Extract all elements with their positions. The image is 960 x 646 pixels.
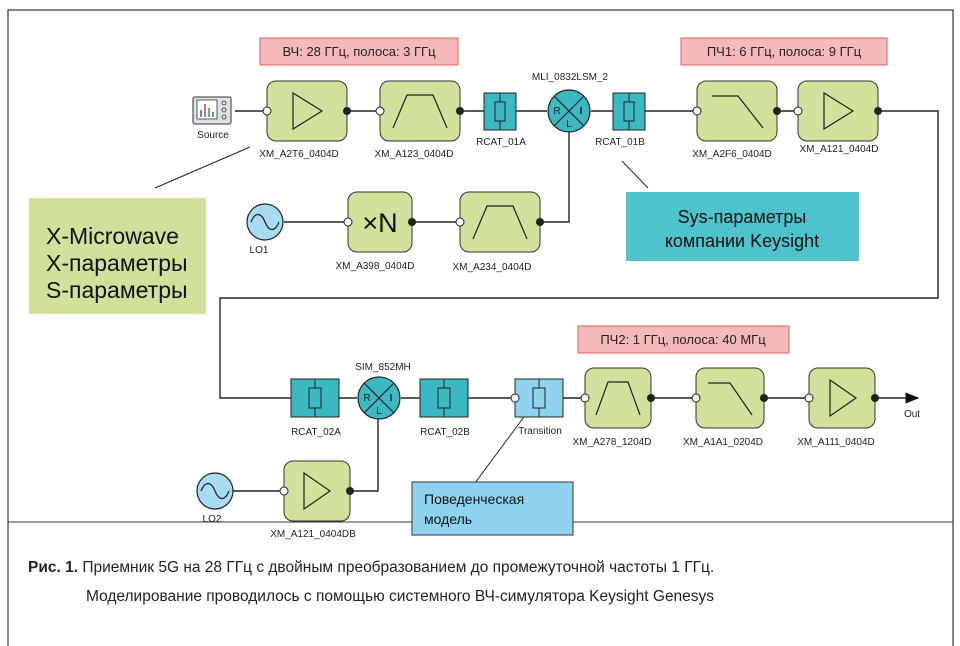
caption-text-1: Приемник 5G на 28 ГГц с двойным преобраз… — [78, 559, 715, 576]
svg-text:SIM_852MH: SIM_852MH — [355, 362, 411, 373]
lowpass-filter-2: XM_A1A1_0204D — [683, 367, 768, 448]
figure-caption: Рис. 1. Приемник 5G на 28 ГГц с двойным … — [28, 553, 928, 611]
figure-frame — [7, 9, 954, 646]
amplifier-2: XM_A121_0404D — [793, 80, 882, 155]
svg-text:RCAT_02B: RCAT_02B — [420, 427, 470, 438]
svg-text:RCAT_02A: RCAT_02A — [291, 427, 341, 438]
freq-label-if1: ПЧ1: 6 ГГц, полоса: 9 ГГц — [680, 37, 888, 66]
svg-text:ПЧ1: 6 ГГц, полоса: 9 ГГц: ПЧ1: 6 ГГц, полоса: 9 ГГц — [707, 44, 862, 59]
callout-behavioral-model: Поведенческая модель — [411, 481, 574, 536]
svg-text:ВЧ: 28 ГГц, полоса: 3 ГГц: ВЧ: 28 ГГц, полоса: 3 ГГц — [282, 44, 436, 59]
caption-line-1: Рис. 1. Приемник 5G на 28 ГГц с двойным … — [28, 559, 714, 576]
callout-x-microwave: X-Microwave X-параметры S-параметры — [29, 198, 206, 314]
svg-text:R: R — [553, 106, 560, 117]
mixer-2: R I L SIM_852MH — [355, 362, 411, 420]
svg-text:I: I — [580, 106, 583, 117]
local-oscillator-2: LO2 — [196, 472, 234, 525]
frequency-multiplier: ×N XM_A398_0404D — [336, 191, 416, 272]
svg-text:XM_A278_1204D: XM_A278_1204D — [573, 437, 652, 448]
bandpass-filter-1: XM_A123_0404D — [375, 80, 464, 160]
local-oscillator-1: LO1 — [246, 203, 284, 256]
attenuator-rcat-01b: RCAT_01B — [595, 92, 646, 148]
svg-text:XM_A121_0404D: XM_A121_0404D — [800, 144, 879, 155]
amplifier-3: XM_A111_0404D — [797, 367, 879, 448]
svg-text:компании Keysight: компании Keysight — [665, 231, 819, 251]
wires — [219, 110, 939, 492]
svg-text:S-параметры: S-параметры — [46, 277, 188, 303]
leader-lines — [154, 146, 649, 484]
amplifier-4: XM_A121_0404DB — [270, 460, 356, 540]
transition-model: Transition — [510, 378, 564, 437]
svg-text:XM_A111_0404D: XM_A111_0404D — [797, 437, 874, 448]
svg-text:X-параметры: X-параметры — [46, 250, 188, 276]
svg-text:XM_A234_0404D: XM_A234_0404D — [453, 262, 532, 273]
svg-text:RCAT_01B: RCAT_01B — [595, 137, 645, 148]
attenuator-rcat-01a: RCAT_01A — [476, 92, 526, 148]
source-block: Source — [192, 96, 232, 141]
freq-label-if2: ПЧ2: 1 ГГц, полоса: 40 МГц — [577, 325, 790, 354]
mixer-1: R I L MLI_0832LSM_2 — [532, 72, 609, 133]
svg-text:L: L — [566, 119, 572, 130]
svg-text:XM_A2T6_0404D: XM_A2T6_0404D — [259, 149, 339, 160]
svg-text:RCAT_01A: RCAT_01A — [476, 137, 526, 148]
svg-text:×N: ×N — [362, 208, 397, 238]
caption-line-2: Моделирование проводилось с помощью сист… — [86, 588, 715, 605]
svg-text:Source: Source — [197, 130, 229, 141]
bandpass-filter-2: XM_A234_0404D — [453, 191, 544, 273]
svg-text:LO1: LO1 — [250, 245, 269, 256]
output-label: Out — [904, 409, 920, 420]
svg-text:LO2: LO2 — [203, 514, 222, 525]
svg-text:Transition: Transition — [518, 426, 562, 437]
svg-text:X-Microwave: X-Microwave — [46, 223, 179, 249]
freq-label-rf: ВЧ: 28 ГГц, полоса: 3 ГГц — [259, 37, 459, 66]
svg-text:XM_A1A1_0204D: XM_A1A1_0204D — [683, 437, 763, 448]
svg-text:XM_A398_0404D: XM_A398_0404D — [336, 261, 415, 272]
svg-text:L: L — [376, 406, 382, 417]
svg-text:R: R — [363, 393, 370, 404]
svg-text:Поведенческая: Поведенческая — [424, 491, 524, 507]
svg-text:XM_A123_0404D: XM_A123_0404D — [375, 149, 454, 160]
caption-figure-label: Рис. 1. — [28, 559, 79, 576]
attenuator-rcat-02a: RCAT_02A — [290, 378, 341, 438]
lowpass-filter-1: XM_A2F6_0404D — [692, 80, 781, 160]
callout-sys-parameters: Sys-параметры компании Keysight — [626, 192, 859, 261]
amplifier-1: XM_A2T6_0404D — [259, 80, 351, 160]
svg-text:XM_A2F6_0404D: XM_A2F6_0404D — [692, 149, 772, 160]
svg-text:I: I — [390, 393, 393, 404]
svg-text:XM_A121_0404DB: XM_A121_0404DB — [270, 529, 356, 540]
bandpass-filter-3: XM_A278_1204D — [573, 367, 655, 448]
svg-text:модель: модель — [424, 511, 472, 527]
svg-text:Sys-параметры: Sys-параметры — [678, 207, 807, 227]
svg-text:MLI_0832LSM_2: MLI_0832LSM_2 — [532, 72, 609, 83]
attenuator-rcat-02b: RCAT_02B — [419, 378, 470, 438]
svg-text:ПЧ2: 1 ГГц, полоса: 40 МГц: ПЧ2: 1 ГГц, полоса: 40 МГц — [600, 332, 766, 347]
